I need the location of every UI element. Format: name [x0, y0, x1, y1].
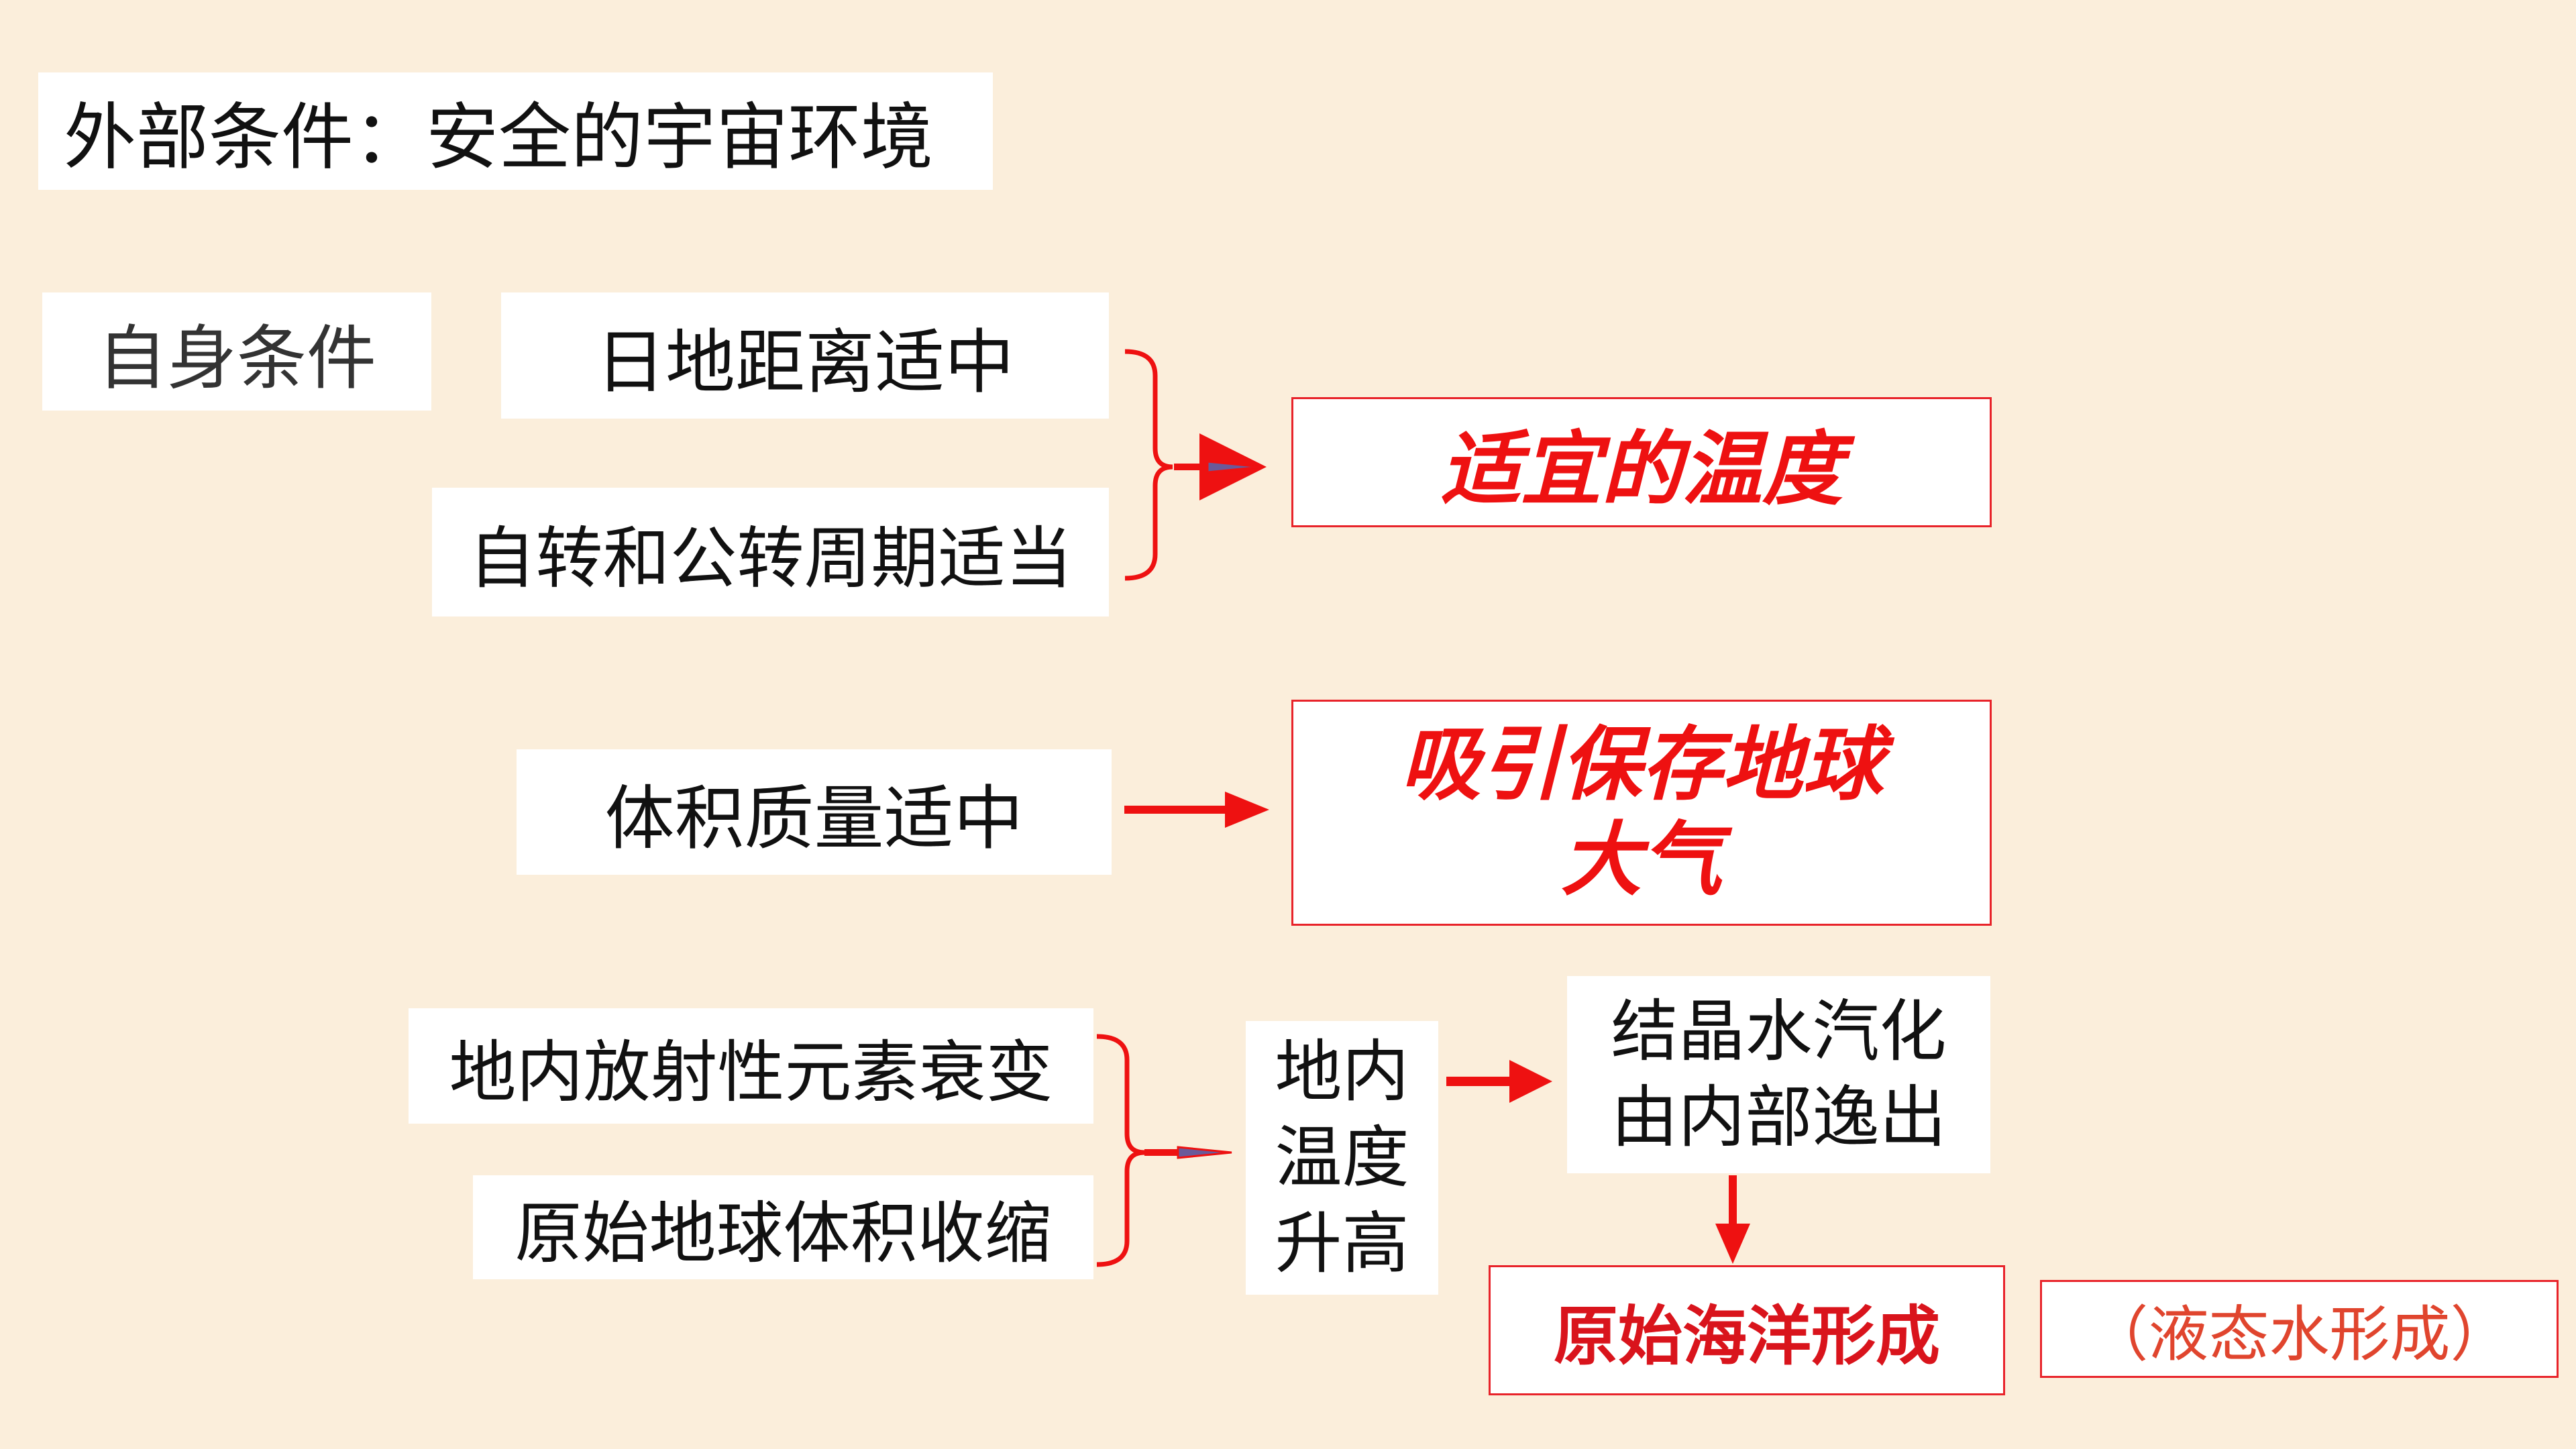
bracket-top	[1124, 349, 1173, 581]
outer-condition-label: 外部条件：安全的宇宙环境	[38, 72, 993, 190]
primitive-ocean-box: 原始海洋形成	[1489, 1265, 2005, 1395]
arrow-head-ocean	[1715, 1224, 1750, 1264]
rotation-period-box: 自转和公转周期适当	[432, 488, 1109, 616]
arrow-head-vapor	[1509, 1060, 1552, 1103]
atmosphere-box: 吸引保存地球 大气	[1291, 700, 1992, 926]
mass-volume-box: 体积质量适中	[517, 749, 1112, 875]
self-condition-label: 自身条件	[42, 292, 431, 411]
suitable-temperature-box: 适宜的温度	[1291, 397, 1992, 527]
bracket-bottom	[1096, 1034, 1145, 1267]
earth-shrink-box: 原始地球体积收缩	[473, 1175, 1093, 1279]
interior-temp-box: 地内 温度 升高	[1246, 1021, 1438, 1295]
arrow-head-interior	[1177, 1146, 1232, 1159]
liquid-water-box: （液态水形成）	[2040, 1280, 2559, 1378]
primitive-ocean-text: 原始海洋形成	[1554, 1298, 1940, 1374]
atmosphere-text: 吸引保存地球 大气	[1400, 718, 1883, 907]
water-vapor-box: 结晶水汽化 由内部逸出	[1567, 976, 1990, 1173]
arrow-head-atmosphere	[1225, 792, 1269, 828]
radioactive-decay-box: 地内放射性元素衰变	[409, 1008, 1093, 1124]
sun-earth-distance-box: 日地距离适中	[501, 292, 1109, 419]
liquid-water-text: （液态水形成）	[2088, 1299, 2511, 1370]
suitable-temperature-text: 适宜的温度	[1440, 423, 1843, 517]
arrow-head-temperature	[1206, 460, 1262, 474]
